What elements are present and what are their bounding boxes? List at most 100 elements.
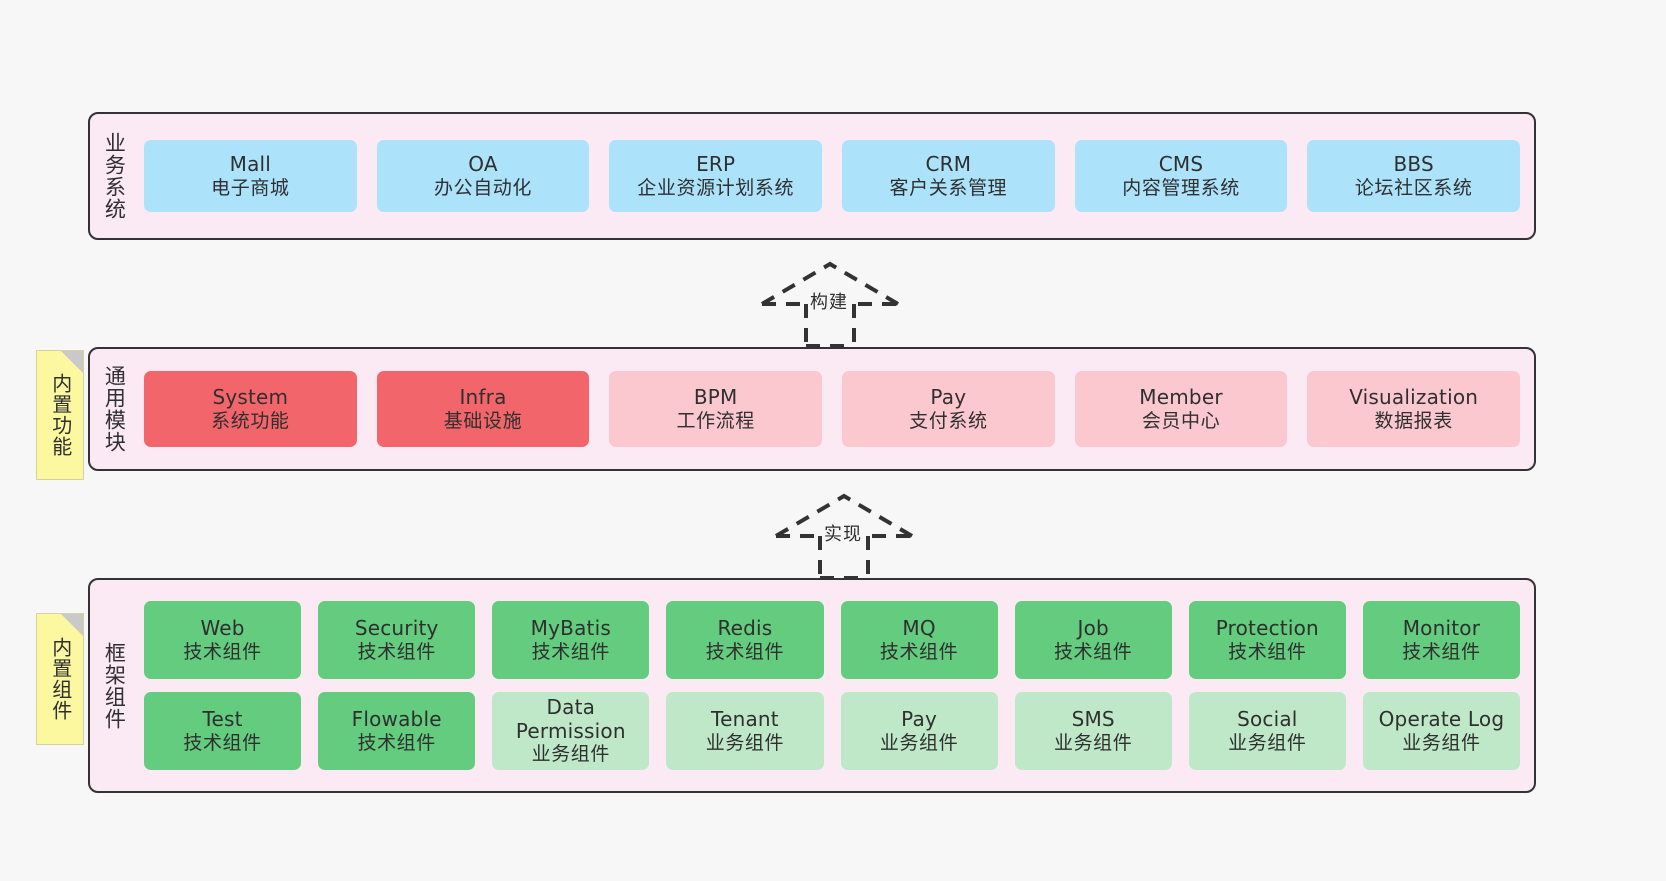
card-mq-subtitle: 技术组件 <box>879 640 959 663</box>
card-mybatis-title: MyBatis <box>530 616 611 640</box>
card-flowable-title: Flowable <box>351 707 442 731</box>
card-monitor[interactable]: Monitor 技术组件 <box>1362 601 1520 679</box>
layer-common-module: 通用模块 System 系统功能 Infra 基础设施 BPM 工作流程 Pay <box>88 347 1536 471</box>
card-pay-component[interactable]: Pay 业务组件 <box>840 692 998 770</box>
connector-implement: 实现 <box>764 490 924 580</box>
layer-body-business-system: Mall 电子商城 OA 办公自动化 ERP 企业资源计划系统 CRM 客户关系… <box>138 114 1534 238</box>
card-system-subtitle: 系统功能 <box>211 409 290 432</box>
card-bpm[interactable]: BPM 工作流程 <box>609 371 823 447</box>
layer-title-framework-component: 框架组件 <box>102 641 127 730</box>
card-cms[interactable]: CMS 内容管理系统 <box>1074 140 1288 212</box>
card-row-framework-tech: Web 技术组件 Security 技术组件 MyBatis 技术组件 Redi… <box>144 601 1520 679</box>
card-cms-subtitle: 内容管理系统 <box>1122 176 1240 199</box>
card-infra[interactable]: Infra 基础设施 <box>376 371 590 447</box>
card-system-title: System <box>212 385 289 409</box>
card-web[interactable]: Web 技术组件 <box>144 601 302 679</box>
card-crm-title: CRM <box>925 152 972 176</box>
card-cms-title: CMS <box>1158 152 1204 176</box>
card-web-title: Web <box>200 616 245 640</box>
card-pay-module-title: Pay <box>930 385 967 409</box>
note-builtin-component-label: 内置组件 <box>48 637 73 721</box>
card-bpm-subtitle: 工作流程 <box>676 409 755 432</box>
card-infra-subtitle: 基础设施 <box>443 409 523 432</box>
card-protection[interactable]: Protection 技术组件 <box>1188 601 1346 679</box>
card-monitor-title: Monitor <box>1402 616 1481 640</box>
connector-build-label: 构建 <box>808 288 850 314</box>
card-pay-module[interactable]: Pay 支付系统 <box>842 371 1055 447</box>
card-social-subtitle: 业务组件 <box>1228 731 1307 754</box>
card-operate-log[interactable]: Operate Log 业务组件 <box>1362 692 1520 770</box>
card-bbs-subtitle: 论坛社区系统 <box>1354 176 1473 199</box>
card-visualization-subtitle: 数据报表 <box>1374 409 1453 432</box>
card-test[interactable]: Test 技术组件 <box>144 692 302 770</box>
card-pay-module-subtitle: 支付系统 <box>909 409 988 432</box>
card-visualization[interactable]: Visualization 数据报表 <box>1307 371 1521 447</box>
layer-business-system: 业务系统 Mall 电子商城 OA 办公自动化 ERP 企业资源计划系统 CRM <box>88 112 1536 240</box>
card-row-business: Mall 电子商城 OA 办公自动化 ERP 企业资源计划系统 CRM 客户关系… <box>144 140 1521 212</box>
card-bpm-title: BPM <box>693 385 738 409</box>
card-test-subtitle: 技术组件 <box>183 731 262 754</box>
card-infra-title: Infra <box>459 385 507 409</box>
card-web-subtitle: 技术组件 <box>183 640 262 663</box>
connector-implement-label: 实现 <box>822 520 864 546</box>
card-security[interactable]: Security 技术组件 <box>318 601 476 679</box>
card-monitor-subtitle: 技术组件 <box>1402 640 1481 663</box>
connector-build-shape <box>760 261 900 348</box>
card-oa[interactable]: OA 办公自动化 <box>376 140 590 212</box>
card-security-title: Security <box>354 616 439 640</box>
card-operate-log-subtitle: 业务组件 <box>1402 731 1481 754</box>
card-mybatis[interactable]: MyBatis 技术组件 <box>492 601 650 679</box>
note-builtin-component: 内置组件 <box>36 613 84 745</box>
card-mybatis-subtitle: 技术组件 <box>531 640 611 663</box>
card-mq[interactable]: MQ 技术组件 <box>840 601 998 679</box>
card-job-title: Job <box>1077 616 1109 640</box>
card-visualization-title: Visualization <box>1349 385 1479 409</box>
card-member[interactable]: Member 会员中心 <box>1074 371 1288 447</box>
layer-title-common-module: 通用模块 <box>102 365 127 453</box>
card-data-permission-subtitle: 业务组件 <box>531 743 611 766</box>
card-operate-log-title: Operate Log <box>1378 707 1505 731</box>
card-mall-title: Mall <box>229 152 272 176</box>
card-system[interactable]: System 系统功能 <box>144 371 357 447</box>
card-flowable[interactable]: Flowable 技术组件 <box>318 692 476 770</box>
card-mall-subtitle: 电子商城 <box>211 176 290 199</box>
card-bbs-title: BBS <box>1393 152 1434 176</box>
card-redis-title: Redis <box>717 616 773 640</box>
card-redis-subtitle: 技术组件 <box>705 640 785 663</box>
card-mq-title: MQ <box>902 616 936 640</box>
card-erp[interactable]: ERP 企业资源计划系统 <box>609 140 823 212</box>
card-erp-title: ERP <box>696 152 736 176</box>
card-pay-component-subtitle: 业务组件 <box>879 731 959 754</box>
card-redis[interactable]: Redis 技术组件 <box>666 601 824 679</box>
card-tenant-title: Tenant <box>711 707 779 731</box>
card-mall[interactable]: Mall 电子商城 <box>144 140 357 212</box>
card-social[interactable]: Social 业务组件 <box>1188 692 1346 770</box>
card-protection-title: Protection <box>1215 616 1319 640</box>
card-row-common: System 系统功能 Infra 基础设施 BPM 工作流程 Pay 支付系统… <box>144 371 1521 447</box>
card-job-subtitle: 技术组件 <box>1053 640 1133 663</box>
card-bbs[interactable]: BBS 论坛社区系统 <box>1307 140 1521 212</box>
card-social-title: Social <box>1237 707 1298 731</box>
layer-title-business-system: 业务系统 <box>102 132 127 220</box>
card-row-framework-business: Test 技术组件 Flowable 技术组件 Data Permission … <box>144 692 1520 770</box>
layer-framework-component: 框架组件 Web 技术组件 Security 技术组件 MyBatis 技术组件… <box>88 578 1536 793</box>
card-member-subtitle: 会员中心 <box>1141 409 1221 432</box>
card-job[interactable]: Job 技术组件 <box>1014 601 1172 679</box>
layer-body-framework-component: Web 技术组件 Security 技术组件 MyBatis 技术组件 Redi… <box>138 580 1534 791</box>
card-data-permission-title: Data Permission <box>515 695 626 743</box>
note-fold-icon <box>61 614 83 636</box>
card-crm[interactable]: CRM 客户关系管理 <box>842 140 1055 212</box>
card-sms[interactable]: SMS 业务组件 <box>1014 692 1172 770</box>
card-tenant-subtitle: 业务组件 <box>705 731 785 754</box>
card-data-permission[interactable]: Data Permission 业务组件 <box>492 692 650 770</box>
card-tenant[interactable]: Tenant 业务组件 <box>666 692 824 770</box>
note-builtin-feature-label: 内置功能 <box>48 373 73 457</box>
card-protection-subtitle: 技术组件 <box>1228 640 1307 663</box>
card-erp-subtitle: 企业资源计划系统 <box>637 176 795 199</box>
card-sms-title: SMS <box>1071 707 1115 731</box>
card-oa-title: OA <box>468 152 498 176</box>
card-test-title: Test <box>202 707 243 731</box>
connector-build: 构建 <box>750 258 910 348</box>
card-security-subtitle: 技术组件 <box>357 640 436 663</box>
